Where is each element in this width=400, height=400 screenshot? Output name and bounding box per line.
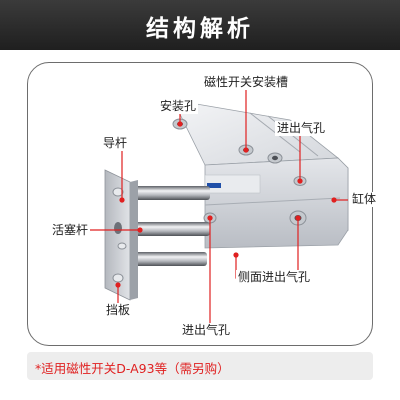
title-banner: 结构解析	[0, 0, 400, 50]
note-box: *适用磁性开关D-A93等（需另购）	[27, 352, 373, 380]
page-title: 结构解析	[146, 16, 254, 42]
label-side-port: 侧面进出气孔	[236, 270, 313, 285]
end-plate	[104, 169, 138, 301]
label-port-top: 进出气孔	[275, 121, 328, 136]
note-text: *适用磁性开关D-A93等（需另购）	[35, 361, 230, 376]
label-cylinder-body: 缸体	[350, 192, 379, 207]
label-port-bottom: 进出气孔	[180, 323, 233, 338]
label-magnetic-switch-slot: 磁性开关安装槽	[202, 75, 291, 90]
label-guide-rod: 导杆	[101, 136, 130, 151]
label-mount-hole: 安装孔	[158, 99, 199, 114]
guide-rods	[130, 186, 210, 266]
label-baffle: 挡板	[104, 303, 133, 318]
cylinder-body	[172, 99, 349, 249]
label-piston-rod: 活塞杆	[50, 223, 91, 238]
